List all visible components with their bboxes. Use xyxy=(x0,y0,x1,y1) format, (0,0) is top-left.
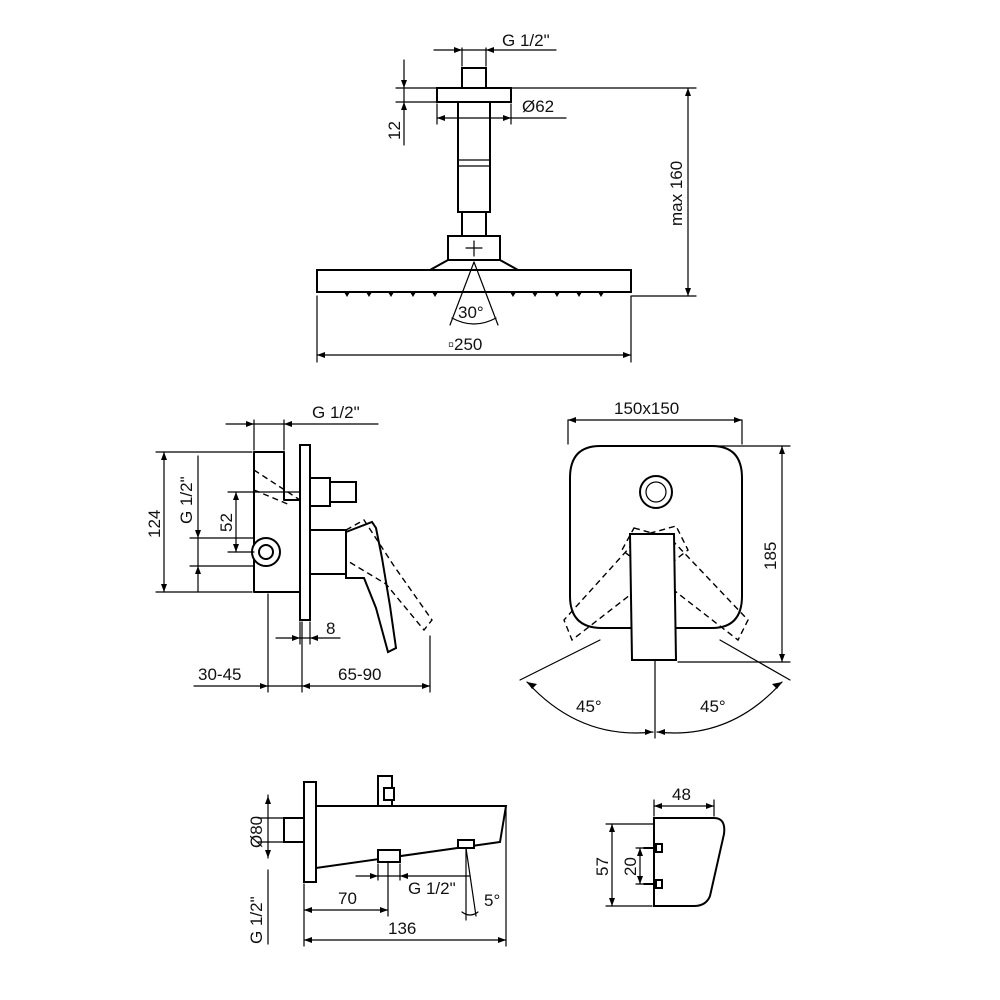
spout-thread-left-label: G 1/2" xyxy=(247,896,266,944)
holder-spacing-label: 20 xyxy=(621,857,640,876)
side-outlet-bore xyxy=(258,544,274,560)
valve-body xyxy=(253,451,301,593)
shower-head-drawing: 30° G 1/2" Ø62 12 max 160 xyxy=(316,31,697,363)
max-height-label: max 160 xyxy=(667,161,686,226)
handle-base xyxy=(309,529,347,575)
top-thread-label: G 1/2" xyxy=(312,403,360,422)
shower-nozzles xyxy=(344,292,604,297)
holder-pin-top xyxy=(655,843,663,853)
head-size-label: ▫250 xyxy=(448,335,482,354)
spout-inlet xyxy=(283,817,305,843)
ceiling-flange xyxy=(436,87,512,103)
spout-diameter-label: Ø80 xyxy=(247,816,266,848)
flange-diameter-label: Ø62 xyxy=(522,97,554,116)
spout-bottom-outlet xyxy=(377,849,401,863)
depth-right-label: 65-90 xyxy=(338,665,381,684)
spray-angle-label: 30° xyxy=(458,303,484,322)
rotation-right-label: 45° xyxy=(700,697,726,716)
outlet-spacing-label: 52 xyxy=(217,513,236,532)
depth-left-label: 30-45 xyxy=(198,665,241,684)
diverter-button xyxy=(639,475,673,509)
holder-pin-bottom xyxy=(655,879,663,889)
top-outlet-thread xyxy=(329,481,357,503)
spout-length-label: 136 xyxy=(388,919,416,938)
spout-drawing: Ø80 G 1/2" 70 G 1/2" 5° 136 xyxy=(247,775,508,947)
side-thread-label: G 1/2" xyxy=(177,476,196,524)
holder-width-label: 48 xyxy=(672,785,691,804)
lever-front xyxy=(628,533,678,661)
ceiling-nut xyxy=(461,67,487,89)
plate-thickness-label: 8 xyxy=(326,619,335,638)
mixer-side-drawing: G 1/2" 124 G 1/2" 52 8 xyxy=(145,403,433,693)
holder-height-label: 57 xyxy=(593,857,612,876)
shower-head-plate xyxy=(316,269,632,293)
spout-offset-label: 70 xyxy=(338,889,357,908)
spout-angle-label: 5° xyxy=(484,891,500,910)
plate-size-label: 150x150 xyxy=(614,399,679,418)
flange-height-label: 12 xyxy=(385,121,404,140)
spout-thread-bottom-label: G 1/2" xyxy=(408,879,456,898)
swivel-joint xyxy=(461,211,487,237)
body-height-label: 124 xyxy=(145,510,164,538)
mixer-front-drawing: 45° 45° 150x150 185 xyxy=(519,399,791,739)
wall-plate xyxy=(299,444,311,621)
front-height-label: 185 xyxy=(761,542,780,570)
spout-body xyxy=(315,805,508,870)
spout-aerator xyxy=(457,839,475,849)
lever-handle xyxy=(345,520,398,654)
arm-thread-label: G 1/2" xyxy=(502,31,550,50)
holder-drawing: 48 57 20 xyxy=(593,785,726,907)
spout-wall-plate xyxy=(303,781,317,883)
diverter-knob-cap xyxy=(383,787,395,801)
rotation-left-label: 45° xyxy=(576,697,602,716)
holder-body xyxy=(653,817,726,907)
cover-plate xyxy=(569,445,743,629)
